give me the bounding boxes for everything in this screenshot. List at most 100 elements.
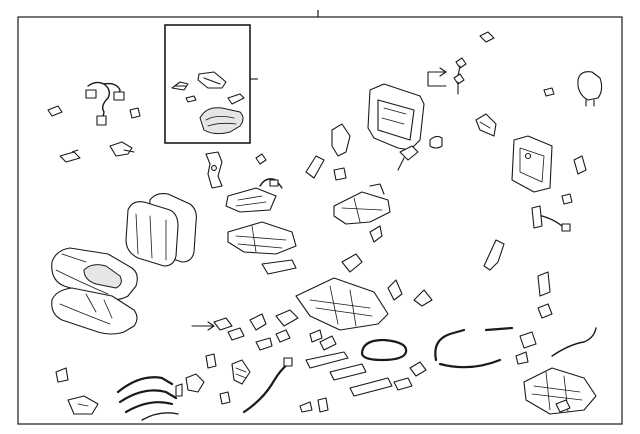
cushion-frame-right-rails [341,197,383,223]
lower-link-f [319,335,337,351]
seat-pan-frame [295,277,389,331]
seat-cushion-lower [51,287,138,335]
adjuster-ribs [531,371,583,413]
back-board-panel [511,135,553,193]
cushion-frame-right [333,183,391,225]
release-cable-arc [434,328,466,362]
harness-connector-b [113,91,125,101]
seat-pan-springs [309,285,373,327]
seat-track-frame [227,221,297,275]
lower-mid-spring-coil [235,367,247,379]
side-shield-panel [331,123,351,157]
harness-connector-c [96,115,107,126]
detail-inset [164,24,258,144]
lower-slide-rail-2 [329,363,367,381]
back-frame-rod [397,157,405,171]
lower-left-cap [55,367,69,383]
bolt-top-shank [457,65,461,77]
lower-end-clip [393,377,413,391]
small-bracket-center [333,167,347,181]
lower-bracket-b [275,309,299,327]
inset-cushion-pad-detail [205,116,237,127]
seat-back-assembly [125,193,197,267]
lower-slide-rail-3 [349,377,393,397]
recliner-handle [399,145,419,161]
mount-bracket-a [387,279,403,301]
seat-back-cover [125,201,179,267]
small-cap-top [479,31,495,43]
lower-clip-plate-2 [227,327,245,341]
cable-end-clip-2 [515,351,529,365]
back-frame-inner [377,99,415,141]
cable-bundle-left-2 [118,389,178,404]
cable-small-right [537,271,551,297]
lower-mid-pin [219,391,231,405]
seat-adjuster-assembly [523,367,597,415]
back-board-inner [519,147,545,183]
headrest-post [585,99,595,107]
inset-clip-right [227,93,245,105]
cable-lower-center-end [283,357,293,367]
seat-back-seam [135,213,167,261]
adjuster-mount [555,399,571,413]
lower-clip-small-2 [317,397,329,413]
lower-pin-e [309,329,323,343]
bolt-top [455,57,467,69]
cushion-lower-seam [59,293,113,325]
side-link [305,155,325,179]
lower-bracket-a [249,313,267,331]
release-cable-loop [360,338,408,362]
release-cable-far-right [551,327,597,357]
lower-clip-plate [213,317,233,331]
latch-small [369,225,383,243]
harness-wire-branch [103,82,121,101]
small-connector-left [47,105,63,117]
bolt-second [453,73,465,85]
lower-mid-clip [205,353,217,369]
frame-right-bracket [369,183,385,195]
cushion-upper-seam [55,253,109,295]
track-frame-rails [235,225,287,253]
bolt-callout-arrow [427,67,447,87]
cable-bundle-left-3 [124,401,174,414]
adjuster-body [523,367,597,415]
small-clip-center [255,153,267,165]
cable-bundle-left-1 [116,376,174,394]
harness-clip [129,107,141,119]
cable-bundle-left-4 [141,412,179,421]
release-cable-right [484,326,514,332]
lower-clip-d [275,329,291,343]
right-bolt-clip [537,303,553,319]
small-pin-right [543,87,555,97]
lower-post [175,383,183,397]
lower-clip-c [255,337,273,351]
lower-slide-rail [305,351,349,369]
cushion-frame-right-body [333,191,391,225]
harness-connector-a [85,89,97,99]
latch-plate [341,253,363,273]
cable-end-clip [519,331,537,349]
side-trim-lever [483,239,505,271]
inset-clip-small [185,95,197,103]
plug-connector-left [59,149,81,163]
right-latch-clip [573,155,587,175]
center-connector [269,179,279,187]
seat-back-frame [367,83,425,171]
cushion-lower-body [51,287,138,335]
seat-cushion-upper [51,247,138,301]
inset-cushion-pad [199,107,244,135]
mount-bracket-b [413,289,433,307]
cable-lower-center [242,362,290,414]
lower-callout-arrow [191,321,215,331]
inset-bracket-center [197,71,227,89]
hinge-bracket-bolt [211,165,217,171]
inset-bracket-left [171,81,189,91]
lower-hook [409,361,427,377]
pivot-knob [429,135,443,149]
lower-left-bracket-hole [77,403,89,407]
bracket-hook-left [109,141,135,157]
cushion-upper-recess [83,264,122,289]
back-frame-stays [381,107,407,125]
right-small-clip [561,193,573,205]
